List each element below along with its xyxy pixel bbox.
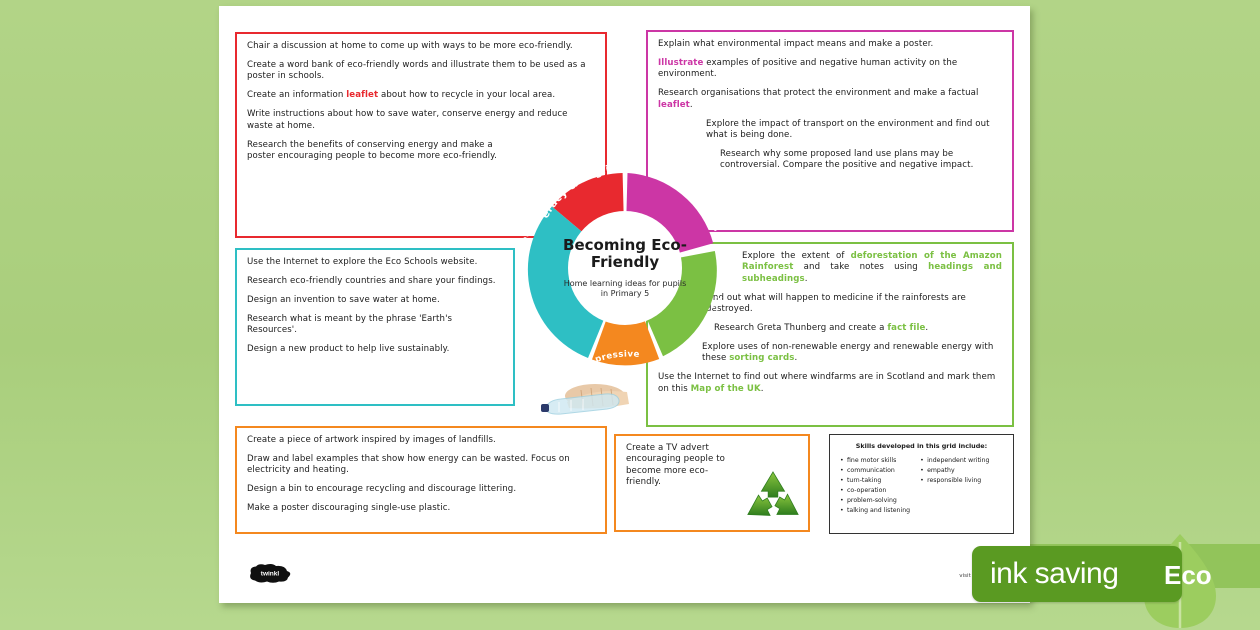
task-item: Research organisations that protect the … xyxy=(658,88,979,110)
task-item: Research the benefits of conserving ener… xyxy=(247,139,497,161)
page-subtitle: Home learning ideas for pupils in Primar… xyxy=(563,278,687,298)
wheel-center-text: Becoming Eco-Friendly Home learning idea… xyxy=(559,235,691,299)
task-item: Find out what will happen to medicine if… xyxy=(706,292,966,315)
task-item: Explain what environmental impact means … xyxy=(658,39,934,49)
skills-column-two: independent writing empathy responsible … xyxy=(920,455,989,516)
task-item: Chair a discussion at home to come up wi… xyxy=(247,41,573,51)
subject-wheel: Literacy & English Social Studies Scienc… xyxy=(499,138,747,390)
box-literacy-english: Chair a discussion at home to come up wi… xyxy=(235,32,607,238)
box-tv-advert: Create a TV advert encouraging people to… xyxy=(614,434,810,532)
twinkl-logo-text: twinkl xyxy=(261,571,280,578)
eco-label: Eco xyxy=(1164,560,1212,590)
task-item: Use the Internet to explore the Eco Scho… xyxy=(247,257,478,267)
task-item: Explore the impact of transport on the e… xyxy=(706,118,990,141)
skill-item: turn-taking xyxy=(840,476,910,486)
task-item: Write instructions about how to save wat… xyxy=(247,109,568,131)
task-item: Make a poster discouraging single-use pl… xyxy=(247,503,451,514)
task-item: Research Greta Thunberg and create a fac… xyxy=(714,323,929,334)
ink-saving-label: ink saving xyxy=(990,557,1119,590)
box-expressive-arts: Create a piece of artwork inspired by im… xyxy=(235,426,607,534)
task-item: Use the Internet to find out where windf… xyxy=(658,372,996,394)
wheel-segments xyxy=(527,173,717,366)
task-item: Draw and label examples that show how en… xyxy=(247,453,570,476)
box-social-studies: Explain what environmental impact means … xyxy=(646,30,1014,232)
skill-item: fine motor skills xyxy=(840,455,910,466)
skills-title: Skills developed in this grid include: xyxy=(855,442,988,450)
skill-item: talking and listening xyxy=(840,506,910,516)
task-item: Explore the extent of deforestation of t… xyxy=(742,251,1002,284)
page-title: Becoming Eco-Friendly xyxy=(563,235,687,272)
task-item: Create an information leaflet about how … xyxy=(247,90,556,101)
task-item: Research eco-friendly countries and shar… xyxy=(247,275,496,286)
skill-item: empathy xyxy=(920,466,989,476)
hand-holding-bottle-image xyxy=(541,384,629,415)
box-technologies-maths: Use the Internet to explore the Eco Scho… xyxy=(235,248,515,406)
box-skills-developed: Skills developed in this grid include: f… xyxy=(829,434,1014,534)
task-item: Explore uses of non-renewable energy and… xyxy=(702,342,994,364)
skills-column-one: fine motor skills communication turn-tak… xyxy=(840,455,910,516)
skill-item: responsible living xyxy=(920,476,989,486)
task-item: Design a new product to help live sustai… xyxy=(247,344,450,355)
skill-item: independent writing xyxy=(920,455,989,466)
task-item: Design a bin to encourage recycling and … xyxy=(247,484,517,495)
task-item: Design an invention to save water at hom… xyxy=(247,294,440,305)
task-item: Create a piece of artwork inspired by im… xyxy=(247,435,496,445)
task-item: Research why some proposed land use plan… xyxy=(720,148,974,171)
twinkl-logo: twinkl xyxy=(250,563,291,583)
ink-saving-eco-badge: ink saving Eco xyxy=(968,534,1260,630)
skill-item: problem-solving xyxy=(840,496,910,506)
ink-saving-pill: ink saving xyxy=(972,546,1183,602)
worksheet-page: Chair a discussion at home to come up wi… xyxy=(219,6,1030,603)
task-item: Create a TV advert encouraging people to… xyxy=(626,443,726,488)
recycling-symbol-icon xyxy=(747,471,799,516)
task-item: Create a word bank of eco-friendly words… xyxy=(247,59,586,82)
task-item: Research what is meant by the phrase 'Ea… xyxy=(247,313,453,336)
skill-item: communication xyxy=(840,466,910,476)
skill-item: co-operation xyxy=(840,486,910,496)
task-item: Illustrate examples of positive and nega… xyxy=(658,57,958,80)
